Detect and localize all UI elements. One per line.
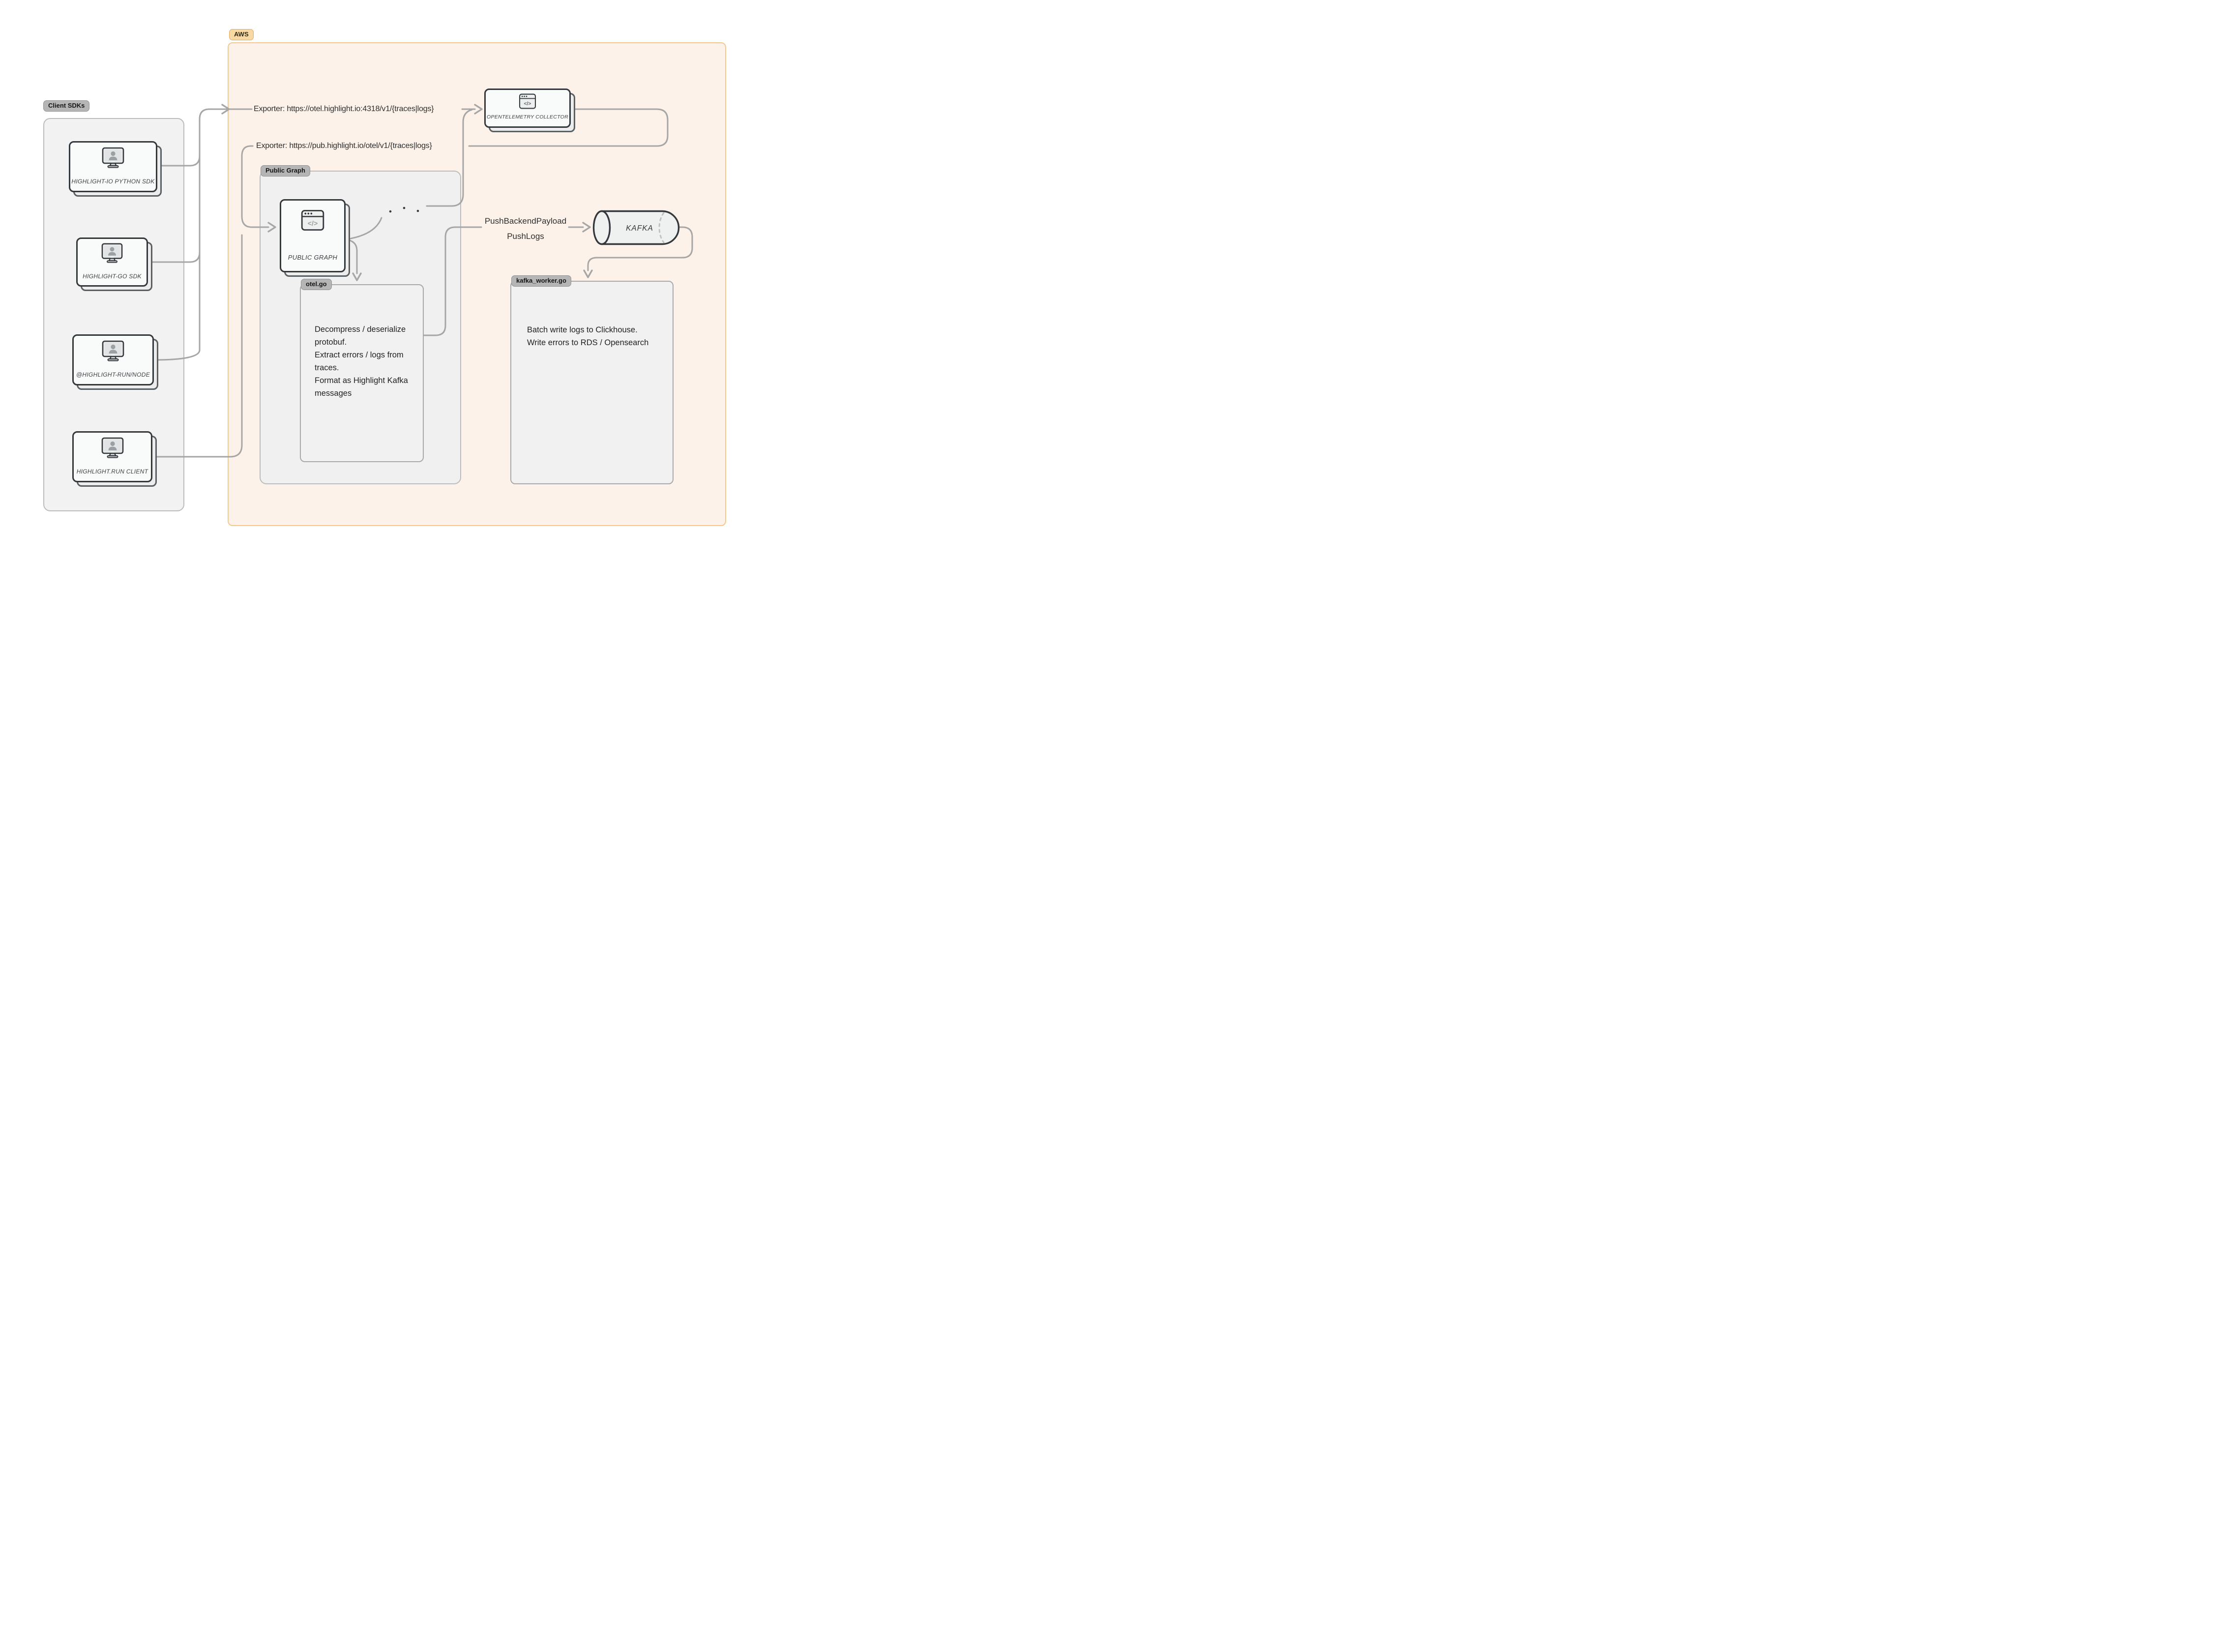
code-glyph: </> (524, 101, 531, 107)
kafka-label: KAFKA (626, 224, 653, 233)
browser-code-icon: </> (519, 93, 536, 112)
node-highlight-go-sdk: HIGHLIGHT-GO SDK (76, 237, 152, 291)
node-label: PUBLIC GRAPH (288, 254, 338, 261)
connector-public-graph-to-otel-junction (426, 109, 473, 207)
exporter-otel-endpoint-text: Exporter: https://otel.highlight.io:4318… (254, 105, 434, 113)
otel-go-line: traces. (315, 363, 339, 372)
otel-go-line: messages (315, 389, 352, 398)
node-label: HIGHLIGHT-IO PYTHON SDK (71, 178, 155, 185)
connector-otelgo-to-push (423, 226, 482, 336)
dotted-gap-dot (403, 206, 406, 209)
dotted-gap-dot (416, 209, 419, 212)
node-label: HIGHLIGHT-GO SDK (83, 273, 142, 280)
kafka-worker-line: Write errors to RDS / Opensearch (527, 338, 649, 347)
connector-otel-to-pub-exporter (468, 108, 669, 147)
otel-go-line: Extract errors / logs from (315, 351, 404, 359)
push-backend-payload-text: PushBackendPayload (484, 216, 567, 226)
monitor-user-icon (101, 437, 124, 461)
client-sdks-badge: Client SDKs (43, 100, 90, 112)
otel-go-badge: otel.go (301, 279, 332, 290)
diagram-canvas: HIGHLIGHT-IO PYTHON SDK HIGHLIGHT-GO SDK (0, 0, 744, 551)
connector-sdk-trunk (199, 108, 253, 351)
dotted-gap-dot (389, 210, 392, 213)
otel-go-description: Decompress / deserialize protobuf. Extra… (315, 323, 408, 400)
node-label: OPENTELEMETRY COLLECTOR (487, 114, 568, 120)
exporter-pub-endpoint-text: Exporter: https://pub.highlight.io/otel/… (256, 142, 432, 150)
arrowhead-into-otelgo (352, 272, 362, 281)
connector-python-sdk (156, 155, 201, 167)
monitor-user-icon (101, 147, 125, 171)
push-calls-text: PushBackendPayload PushLogs (483, 213, 568, 244)
node-highlight-io-python-sdk: HIGHLIGHT-IO PYTHON SDK (69, 141, 162, 197)
arrowhead-into-kafka-worker (583, 269, 593, 278)
aws-badge: AWS (229, 29, 254, 40)
arrowhead-into-kafka (582, 222, 591, 233)
node-opentelemetry-collector: </> OPENTELEMETRY COLLECTOR (484, 88, 575, 132)
node-label: HIGHLIGHT.RUN CLIENT (76, 468, 148, 475)
browser-code-icon: </> (301, 209, 324, 234)
node-public-graph: </> PUBLIC GRAPH (280, 199, 350, 277)
node-label: @HIGHLIGHT-RUN/NODE (76, 371, 150, 378)
node-highlight-run-node: @HIGHLIGHT-RUN/NODE (72, 334, 158, 390)
otel-go-note-box (300, 284, 424, 462)
kafka-cylinder-body (601, 210, 680, 245)
connector-public-graph-up-curve (345, 217, 382, 240)
code-glyph: </> (308, 220, 318, 228)
connector-run-client (151, 234, 243, 458)
arrowhead-into-public-graph (267, 222, 276, 233)
kafka-worker-note-box (510, 281, 674, 484)
node-highlight-run-client: HIGHLIGHT.RUN CLIENT (72, 431, 157, 487)
otel-go-line: protobuf. (315, 338, 347, 347)
kafka-worker-line: Batch write logs to Clickhouse. (527, 325, 638, 334)
kafka-cylinder-cap (592, 210, 611, 245)
connector-go-sdk (147, 251, 201, 263)
connector-kafka-to-worker (587, 226, 693, 271)
kafka-worker-description: Batch write logs to Clickhouse. Write er… (527, 324, 648, 349)
arrowhead-into-aws (221, 104, 230, 115)
node-kafka: KAFKA (592, 210, 680, 245)
kafka-worker-badge: kafka_worker.go (511, 275, 571, 287)
connector-pub-exporter-into-public-graph (241, 145, 269, 228)
otel-go-line: Decompress / deserialize (315, 325, 406, 334)
monitor-user-icon (101, 340, 125, 364)
arrowhead-into-otel-collector (474, 104, 483, 115)
otel-go-line: Format as Highlight Kafka (315, 376, 408, 385)
monitor-user-icon (101, 243, 123, 266)
push-logs-text: PushLogs (507, 232, 544, 241)
kafka-cylinder-dashed-rim (658, 212, 665, 243)
connector-layer (147, 104, 693, 458)
connector-node-sdk (153, 349, 201, 361)
public-graph-badge: Public Graph (261, 165, 310, 177)
